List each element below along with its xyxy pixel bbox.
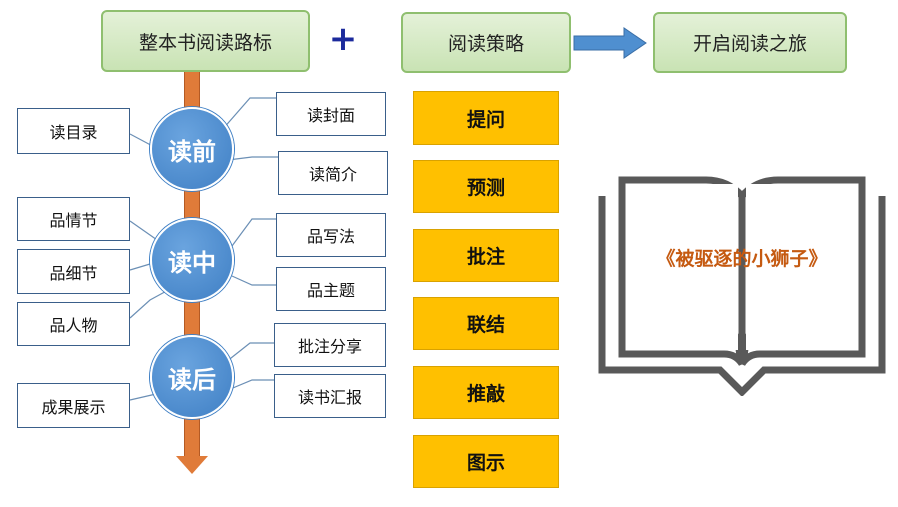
node-characters: 品人物: [17, 302, 130, 346]
stage-before: 读前: [150, 107, 234, 191]
node-read-intro: 读简介: [278, 151, 388, 195]
strategy-item: 联结: [413, 297, 559, 350]
node-read-contents: 读目录: [17, 108, 130, 154]
node-writing-style: 品写法: [276, 213, 386, 257]
node-read-cover: 读封面: [276, 92, 386, 136]
roadmap-header: 整本书阅读路标: [101, 10, 310, 72]
stage-during: 读中: [150, 218, 234, 302]
node-details: 品细节: [17, 249, 130, 294]
right-arrow-icon: [573, 27, 647, 59]
connector-line: [227, 379, 274, 391]
node-theme: 品主题: [276, 267, 386, 311]
strategy-item: 图示: [413, 435, 559, 488]
strategy-item: 预测: [413, 160, 559, 213]
connector-line: [231, 275, 276, 286]
connector-line: [129, 263, 151, 271]
journey-header: 开启阅读之旅: [653, 12, 847, 73]
node-annotation-sharing: 批注分享: [274, 323, 386, 367]
strategy-header: 阅读策略: [401, 12, 571, 73]
strategy-item: 提问: [413, 91, 559, 145]
connector-line: [225, 342, 274, 363]
strategy-item: 批注: [413, 229, 559, 282]
book-title: 《被驱逐的小狮子》: [656, 247, 828, 270]
node-showcase: 成果展示: [17, 383, 130, 428]
journey-header-label: 开启阅读之旅: [692, 33, 807, 55]
connector-line: [231, 218, 276, 247]
roadmap-header-label: 整本书阅读路标: [138, 31, 272, 54]
strategy-header-label: 阅读策略: [447, 33, 524, 55]
node-plot: 品情节: [17, 197, 130, 241]
connector-line: [221, 97, 276, 131]
open-book-icon: [598, 176, 886, 396]
node-reading-report: 读书汇报: [274, 374, 386, 418]
stage-after: 读后: [150, 335, 234, 419]
timeline-arrowhead: [176, 456, 208, 474]
plus-sign: +: [328, 19, 358, 59]
strategy-item: 推敲: [413, 366, 559, 419]
connector-line: [129, 393, 157, 401]
connector-line: [227, 156, 278, 161]
